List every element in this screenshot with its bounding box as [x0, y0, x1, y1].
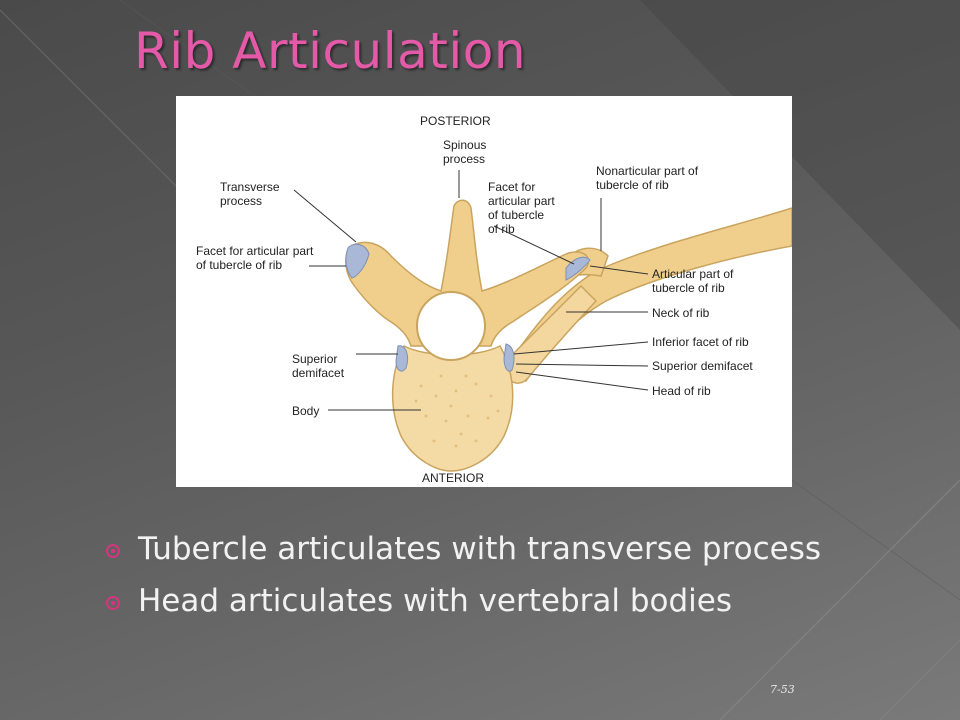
label-body: Body: [292, 404, 320, 418]
label-neck-of-rib: Neck of rib: [652, 306, 710, 320]
left-superior-demifacet: [395, 345, 409, 372]
label-facet-tubercle-left: Facet for articular part of tubercle of …: [196, 244, 314, 272]
label-superior-demifacet-right: Superior demifacet: [652, 359, 753, 373]
vertebral-arch: [345, 199, 590, 347]
label-spinous-process: Spinous process: [443, 138, 487, 166]
label-anterior: ANTERIOR: [422, 471, 485, 485]
diagram-illustration: [293, 170, 792, 472]
label-facet-tubercle-right: Facet for articular part of tubercle of …: [488, 180, 555, 236]
label-superior-demifacet-left: Superior demifacet: [292, 352, 345, 380]
page-number: 7-53: [770, 683, 795, 696]
bullet-item: Head articulates with vertebral bodies: [100, 582, 860, 620]
label-articular-tubercle: Articular part of tubercle of rib: [652, 267, 734, 295]
vertebral-body: [391, 344, 514, 472]
rib-shaft: [504, 207, 792, 383]
label-inferior-facet: Inferior facet of rib: [652, 335, 749, 349]
body-texture: [414, 374, 500, 448]
leader-lines: [293, 170, 649, 411]
label-head-of-rib: Head of rib: [652, 384, 711, 398]
circle-bullet-icon: [106, 544, 120, 558]
bullet-text: Head articulates with vertebral bodies: [138, 583, 733, 619]
label-posterior: POSTERIOR: [420, 114, 491, 128]
right-superior-demifacet: [503, 343, 515, 372]
label-nonarticular-tubercle: Nonarticular part of tubercle of rib: [596, 164, 699, 192]
vertebral-foramen: [416, 291, 486, 361]
rib-neck-head: [505, 284, 598, 384]
bullet-item: Tubercle articulates with transverse pro…: [100, 530, 860, 568]
slide-title: Rib Articulation: [134, 22, 527, 80]
circle-bullet-icon: [106, 596, 120, 610]
label-transverse-process: Transverse process: [220, 180, 280, 208]
left-tubercle-facet: [345, 243, 370, 279]
bullet-list: Tubercle articulates with transverse pro…: [100, 530, 860, 634]
bullet-text: Tubercle articulates with transverse pro…: [138, 531, 821, 567]
vertebra-rib-diagram: POSTERIOR Spinous process Transverse pro…: [176, 96, 792, 487]
